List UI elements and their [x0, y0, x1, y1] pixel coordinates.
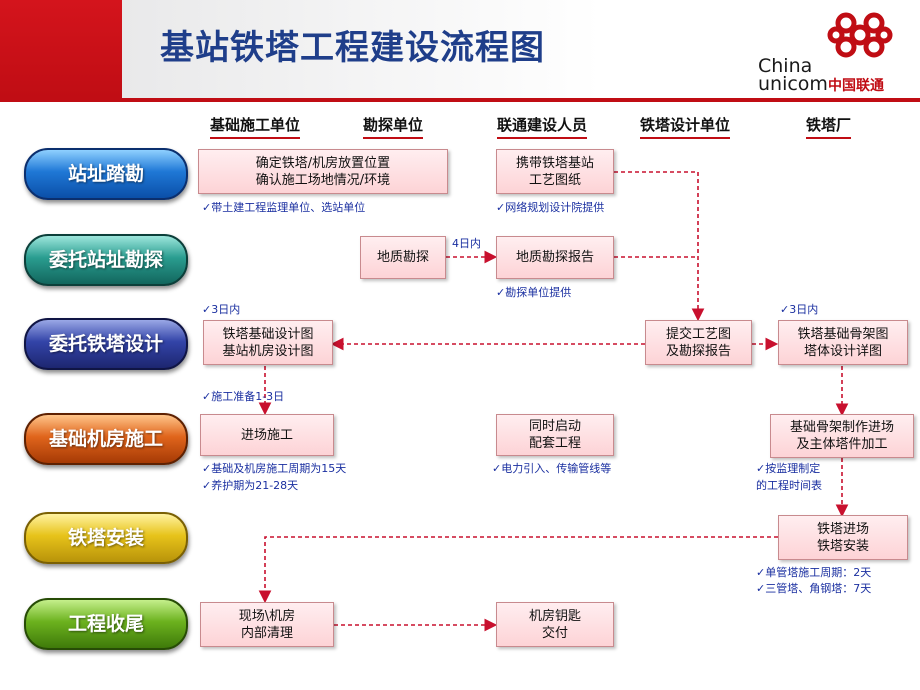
box-geo-survey: 地质勘探	[360, 236, 446, 279]
box-line: 确定铁塔/机房放置位置	[255, 155, 391, 171]
note-single-tube-cycle: ✓单管塔施工周期：2天	[756, 566, 872, 579]
box-line: 铁塔基础设计图	[222, 326, 314, 342]
box-tower-install: 铁塔进场 铁塔安装	[778, 515, 908, 560]
box-line: 基站机房设计图	[222, 343, 314, 359]
box-skeleton-make: 基础骨架制作进场 及主体塔件加工	[770, 414, 914, 458]
box-line: 提交工艺图	[665, 326, 731, 342]
stage-project-closeout: 工程收尾	[24, 598, 188, 650]
box-enter-construction: 进场施工	[200, 414, 334, 456]
box-line: 携带铁塔基站	[515, 155, 594, 171]
note-supervision: ✓带土建工程监理单位、选站单位	[202, 201, 366, 214]
box-submit-drawing: 提交工艺图 及勘探报告	[645, 320, 752, 365]
note-network-planning: ✓网络规划设计院提供	[496, 201, 605, 214]
column-header-unicom: 联通建设人员	[497, 114, 588, 139]
box-line: 交付	[541, 625, 568, 641]
box-carry-drawing: 携带铁塔基站 工艺图纸	[496, 149, 614, 194]
note-supervisor-schedule-2: 的工程时间表	[756, 479, 822, 492]
note-3-days-right: ✓3日内	[780, 303, 819, 316]
note-three-tube-cycle: ✓三管塔、角钢塔：7天	[756, 582, 872, 595]
stage-site-survey: 站址踏勘	[24, 148, 188, 200]
logo-text-cn: 中国联通	[827, 78, 884, 94]
box-line: 及主体塔件加工	[796, 437, 888, 452]
box-geo-report: 地质勘探报告	[496, 236, 614, 279]
note-curing-period: ✓养护期为21-28天	[202, 479, 299, 492]
box-line: 基础骨架制作进场	[789, 420, 894, 435]
stage-entrust-tower-design: 委托铁塔设计	[24, 318, 188, 370]
note-supervisor-schedule-1: ✓按监理制定	[756, 462, 821, 475]
note-survey-provided: ✓勘探单位提供	[496, 286, 572, 299]
box-line: 塔体设计详图	[803, 343, 882, 359]
box-skeleton-design: 铁塔基础骨架图 塔体设计详图	[778, 320, 908, 365]
unicom-knot-logo-icon	[827, 12, 893, 58]
note-4-days: 4日内	[452, 237, 481, 250]
note-construction-cycle: ✓基础及机房施工周期为15天	[202, 462, 347, 475]
box-line: 地质勘探报告	[515, 250, 594, 265]
box-line: 铁塔进场	[816, 521, 869, 537]
note-prep-days: ✓施工准备1-3日	[202, 390, 285, 403]
box-line: 地质勘探	[376, 250, 429, 265]
box-line: 确认施工场地情况/环境	[255, 172, 391, 188]
box-line: 同时启动	[528, 419, 581, 434]
logo-text-china: China	[758, 55, 813, 77]
box-line: 工艺图纸	[528, 172, 581, 188]
note-3-days-left: ✓3日内	[202, 303, 241, 316]
box-site-clean: 现场\机房 内部清理	[200, 602, 334, 647]
stage-foundation-construction: 基础机房施工	[24, 413, 188, 465]
column-header-foundation: 基础施工单位	[210, 114, 301, 139]
box-confirm-site: 确定铁塔/机房放置位置 确认施工场地情况/环境	[198, 149, 448, 194]
box-line: 铁塔基础骨架图	[797, 326, 889, 342]
box-start-support: 同时启动 配套工程	[496, 414, 614, 456]
header-banner	[122, 0, 920, 98]
stage-entrust-site-survey: 委托站址勘探	[24, 234, 188, 286]
logo-text-unicom: unicom中国联通	[758, 73, 884, 95]
column-header-tower-design: 铁塔设计单位	[640, 114, 731, 139]
box-line: 铁塔安装	[816, 538, 869, 554]
box-key-handover: 机房钥匙 交付	[496, 602, 614, 647]
box-line: 及勘探报告	[665, 343, 731, 359]
stage-tower-installation: 铁塔安装	[24, 512, 188, 564]
column-header-tower-factory: 铁塔厂	[806, 114, 852, 139]
arrow-drawing-to-submit	[614, 171, 705, 322]
header-divider	[0, 98, 920, 102]
box-line: 机房钥匙	[528, 608, 581, 624]
arrow-install-to-clean	[258, 536, 778, 604]
header-red-block	[0, 0, 122, 98]
box-foundation-design: 铁塔基础设计图 基站机房设计图	[203, 320, 333, 365]
box-line: 内部清理	[240, 625, 293, 641]
column-header-survey: 勘探单位	[363, 114, 424, 139]
box-line: 进场施工	[240, 427, 293, 443]
box-line: 现场\机房	[238, 608, 296, 624]
note-power-transmission: ✓电力引入、传输管线等	[492, 462, 612, 475]
box-line: 配套工程	[528, 436, 581, 451]
page-title: 基站铁塔工程建设流程图	[160, 28, 545, 68]
